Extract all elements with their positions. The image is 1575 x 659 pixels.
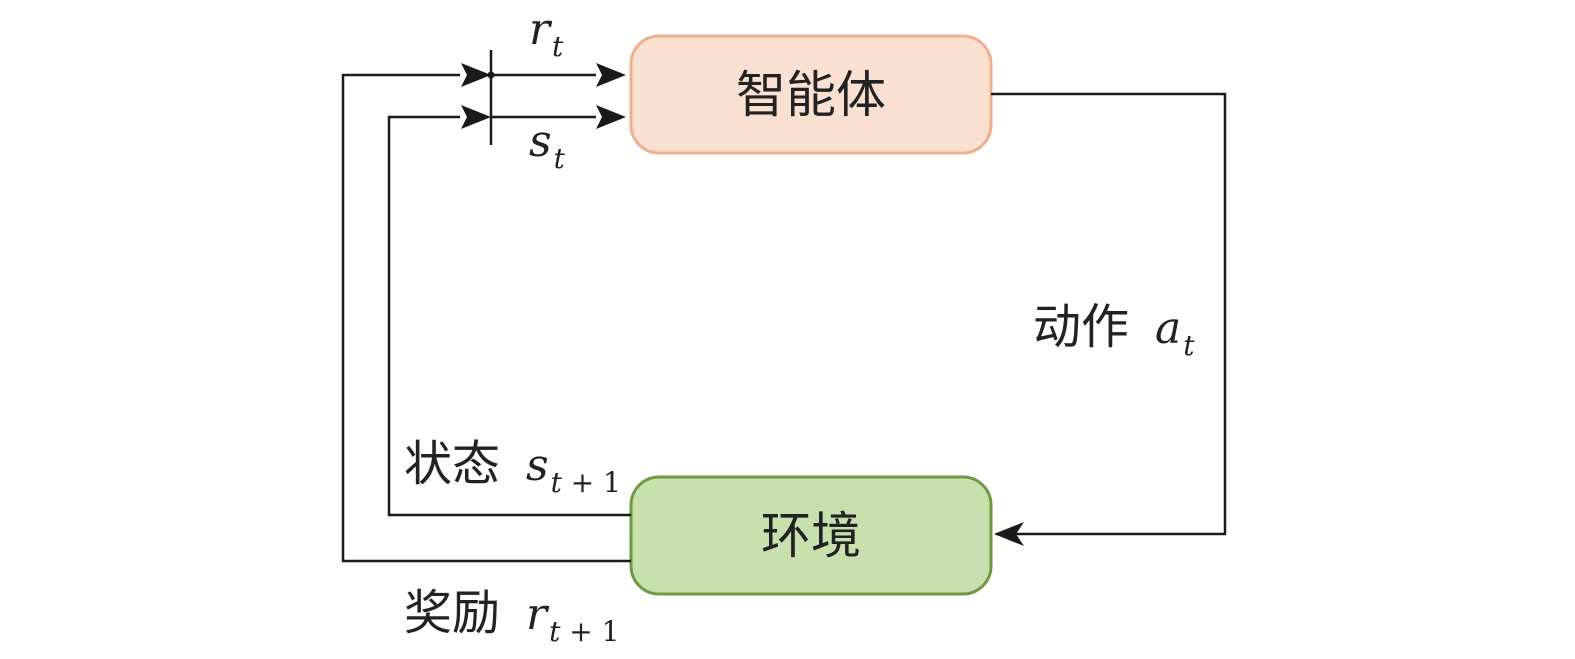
- next-reward-edge: [341, 63, 631, 563]
- state-input-label: st: [529, 116, 566, 175]
- next-state-line: [387, 115, 631, 517]
- state-input: [491, 105, 626, 129]
- environment-label: 环境: [761, 507, 861, 565]
- environment-node: 环境: [629, 475, 993, 596]
- action-edge: [991, 92, 1227, 546]
- reward-input: [491, 63, 626, 87]
- next-reward-line: [341, 73, 631, 563]
- next-reward-arrowhead: [461, 63, 491, 87]
- reward-input-arrowhead: [596, 63, 626, 87]
- environment-box: [629, 475, 993, 596]
- action-line: [991, 92, 1227, 536]
- agent-label: 智能体: [736, 66, 886, 124]
- action-arrowhead: [994, 522, 1024, 546]
- state-input-arrowhead: [596, 105, 626, 129]
- next-state-arrowhead: [461, 105, 491, 129]
- agent-node: 智能体: [629, 34, 993, 155]
- next-state-edge: [387, 105, 631, 517]
- reward-input-label: rt: [529, 4, 564, 63]
